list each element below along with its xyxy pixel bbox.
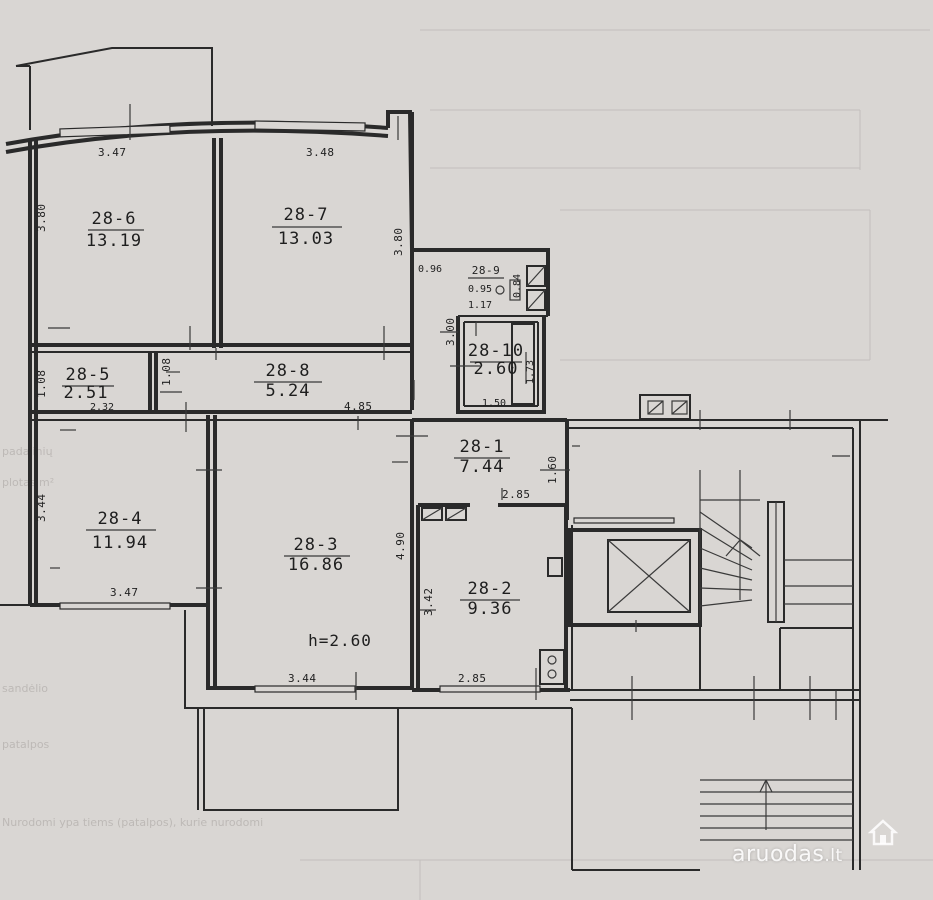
background-form-text: patalpos: [2, 738, 50, 751]
dimension-label: 4.85: [344, 400, 373, 413]
room-area: 16.86: [288, 555, 344, 575]
dimension-label: 3.80: [392, 228, 405, 257]
dimension-label: 1.73: [525, 360, 536, 384]
house-icon: [868, 819, 898, 846]
dimension-label: 3.44: [288, 672, 317, 685]
dimension-label: 4.90: [394, 532, 407, 561]
room-28-9-label: 28-9: [468, 264, 504, 279]
background-form-text: sandėlio: [2, 682, 48, 695]
room-code: 28-4: [98, 509, 143, 529]
dimension-label: 3.48: [306, 146, 335, 159]
dimension-label: 1.17: [468, 300, 492, 311]
room-area: 11.94: [92, 533, 148, 553]
room-area: 9.36: [468, 599, 513, 619]
room-28-2-label: 28-2 9.36: [460, 579, 520, 619]
watermark-brand: aruodas: [732, 842, 825, 867]
watermark: aruodas.lt: [732, 842, 843, 867]
dimension-label: 1.50: [482, 398, 506, 409]
dimension-label: 1.60: [546, 456, 559, 485]
dimension-label: 1.08: [160, 358, 173, 387]
room-code: 28-8: [266, 361, 311, 381]
background-form: padalinių plotas m² sandėlio patalpos Nu…: [2, 29, 933, 900]
background-form-text: Nurodomi ypa tiems (patalpos), kurie nur…: [2, 816, 263, 829]
dimension-label: 0.96: [418, 264, 442, 275]
room-28-6-label: 28-6 13.19: [86, 209, 144, 251]
room-area: 5.24: [266, 381, 311, 401]
dimension-label: 0.95: [468, 284, 492, 295]
windows: [59, 120, 675, 693]
room-code: 28-2: [468, 579, 513, 599]
room-code: 28-7: [284, 205, 329, 225]
dimension-label: 3.44: [35, 494, 48, 523]
watermark-tld: .lt: [824, 846, 843, 866]
room-code: 28-9: [472, 264, 501, 277]
interior-walls: [30, 138, 573, 690]
dimension-label: 3.42: [422, 588, 435, 617]
dimension-label: 3.47: [98, 146, 127, 159]
bottom-balcony: [197, 708, 399, 811]
room-28-7-label: 28-7 13.03: [272, 205, 342, 249]
dimension-label: 2.85: [502, 488, 531, 501]
room-area: 13.19: [86, 231, 142, 251]
dimension-label: 3.80: [35, 204, 48, 233]
stair-flight-lower: [571, 708, 853, 871]
dimension-label: 3.47: [110, 586, 139, 599]
top-balcony: [15, 47, 213, 130]
room-code: 28-10: [468, 341, 524, 361]
dimension-label: 2.85: [458, 672, 487, 685]
room-28-1-label: 28-1 7.44: [454, 437, 510, 477]
dimension-label: 0.84: [512, 274, 523, 298]
stair-flight-upper: [699, 470, 853, 623]
background-form-text: padalinių: [2, 445, 53, 458]
stairwell: [567, 394, 888, 871]
room-code: 28-3: [294, 535, 339, 555]
room-28-10-label: 28-10 2.60: [468, 341, 524, 379]
ceiling-height-label: h=2.60: [308, 631, 372, 650]
room-28-3-label: 28-3 16.86 h=2.60: [284, 535, 372, 650]
room-area: 2.60: [474, 359, 519, 379]
dimension-label: 1.08: [35, 370, 48, 399]
dimension-label: 3.00: [444, 318, 457, 347]
room-28-4-label: 28-4 11.94: [86, 509, 156, 553]
room-code: 28-1: [460, 437, 505, 457]
room-code: 28-5: [66, 365, 111, 385]
room-28-8-label: 28-8 5.24: [254, 361, 322, 401]
fixtures: [421, 265, 565, 685]
dimension-ticks: [48, 104, 850, 720]
room-code: 28-6: [92, 209, 137, 229]
room-area: 2.51: [64, 383, 109, 403]
dimension-label: 2.32: [90, 402, 114, 413]
dimension-labels: 3.47 3.48 3.80 3.80 0.96 0.95 0.84 1.17 …: [35, 146, 559, 685]
room-area: 7.44: [460, 457, 505, 477]
room-area: 13.03: [278, 229, 334, 249]
room-28-5-label: 28-5 2.51: [62, 365, 114, 403]
